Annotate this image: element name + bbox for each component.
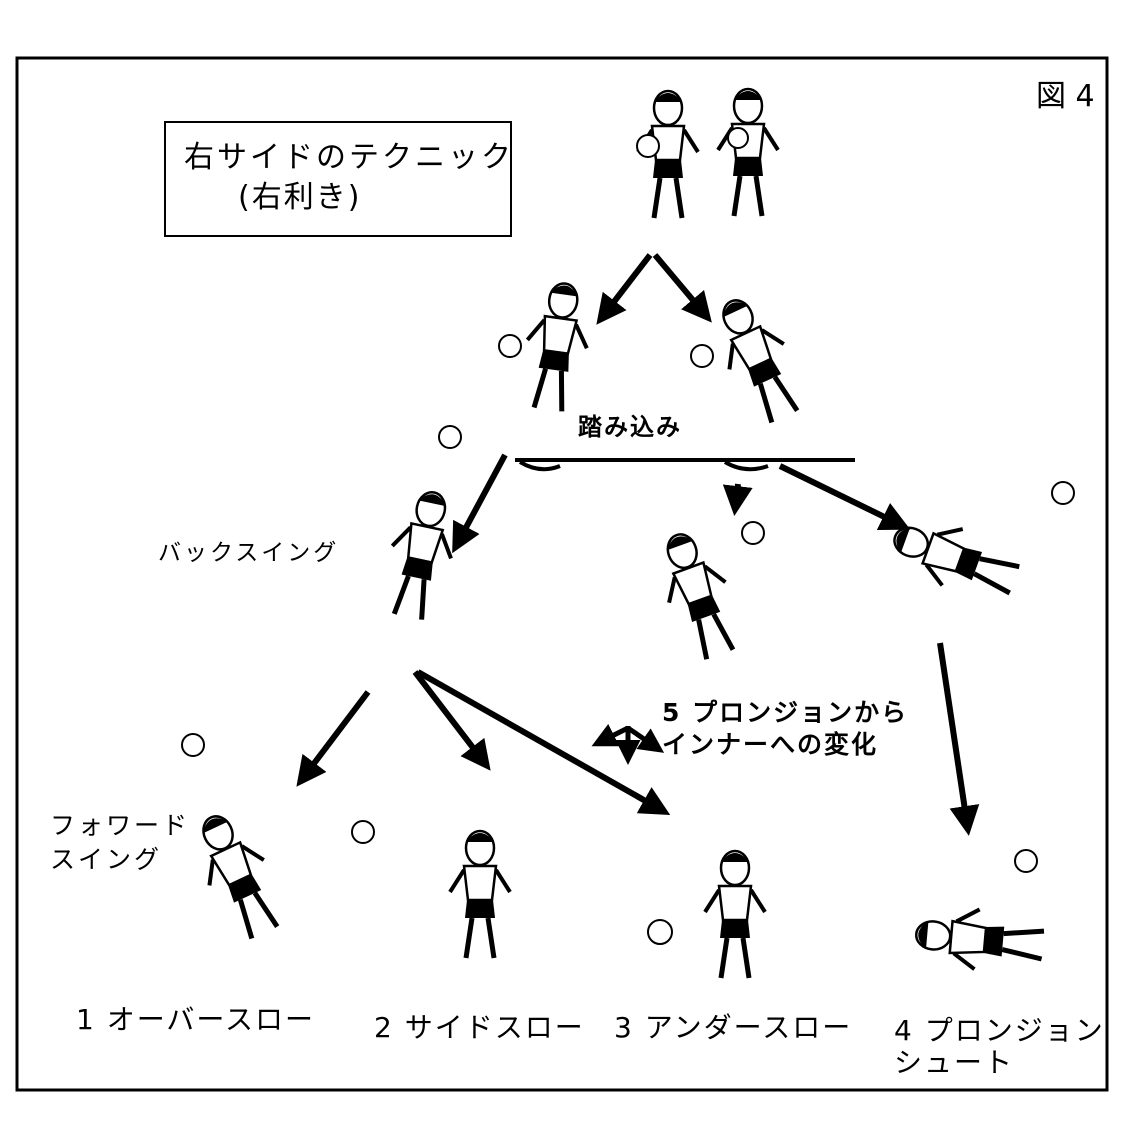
figure-backswing (379, 425, 464, 623)
label-fumikomi: 踏み込み (578, 413, 682, 441)
figure-plunge-dive (885, 481, 1075, 608)
figure-sidethrow (351, 820, 510, 958)
label-underthrow: 3 アンダースロー (614, 1011, 853, 1044)
label-plunge-shoot: 4 プロンジョン シュート (894, 1014, 1105, 1079)
title-line2: (右利き) (238, 180, 362, 215)
figure-plunge-inner (648, 521, 765, 665)
label-sidethrow: 2 サイドスロー (374, 1011, 585, 1044)
figure-overthrow (181, 733, 292, 945)
label-forward-swing: フォワード スイング (50, 811, 191, 874)
label-plunge-to-inner: 5 プロンジョンから インナーへの変化 (662, 698, 909, 759)
label-backswing: バックスイング (158, 540, 340, 566)
figure-label: 図 4 (1036, 79, 1095, 114)
figure-step-right (690, 289, 812, 429)
title-line1: 右サイドのテクニック (184, 140, 514, 175)
label-overthrow: 1 オーバースロー (76, 1003, 316, 1036)
title-box: 右サイドのテクニック (右利き) (164, 121, 512, 237)
flow-arrows (296, 253, 980, 836)
figure-step-left (498, 279, 595, 413)
outer-frame (15, 56, 1109, 1092)
change-arrow (591, 723, 665, 765)
figure-plunge-shoot (914, 849, 1046, 975)
figure-start-pair (637, 89, 778, 218)
figure-underthrow (647, 851, 765, 978)
